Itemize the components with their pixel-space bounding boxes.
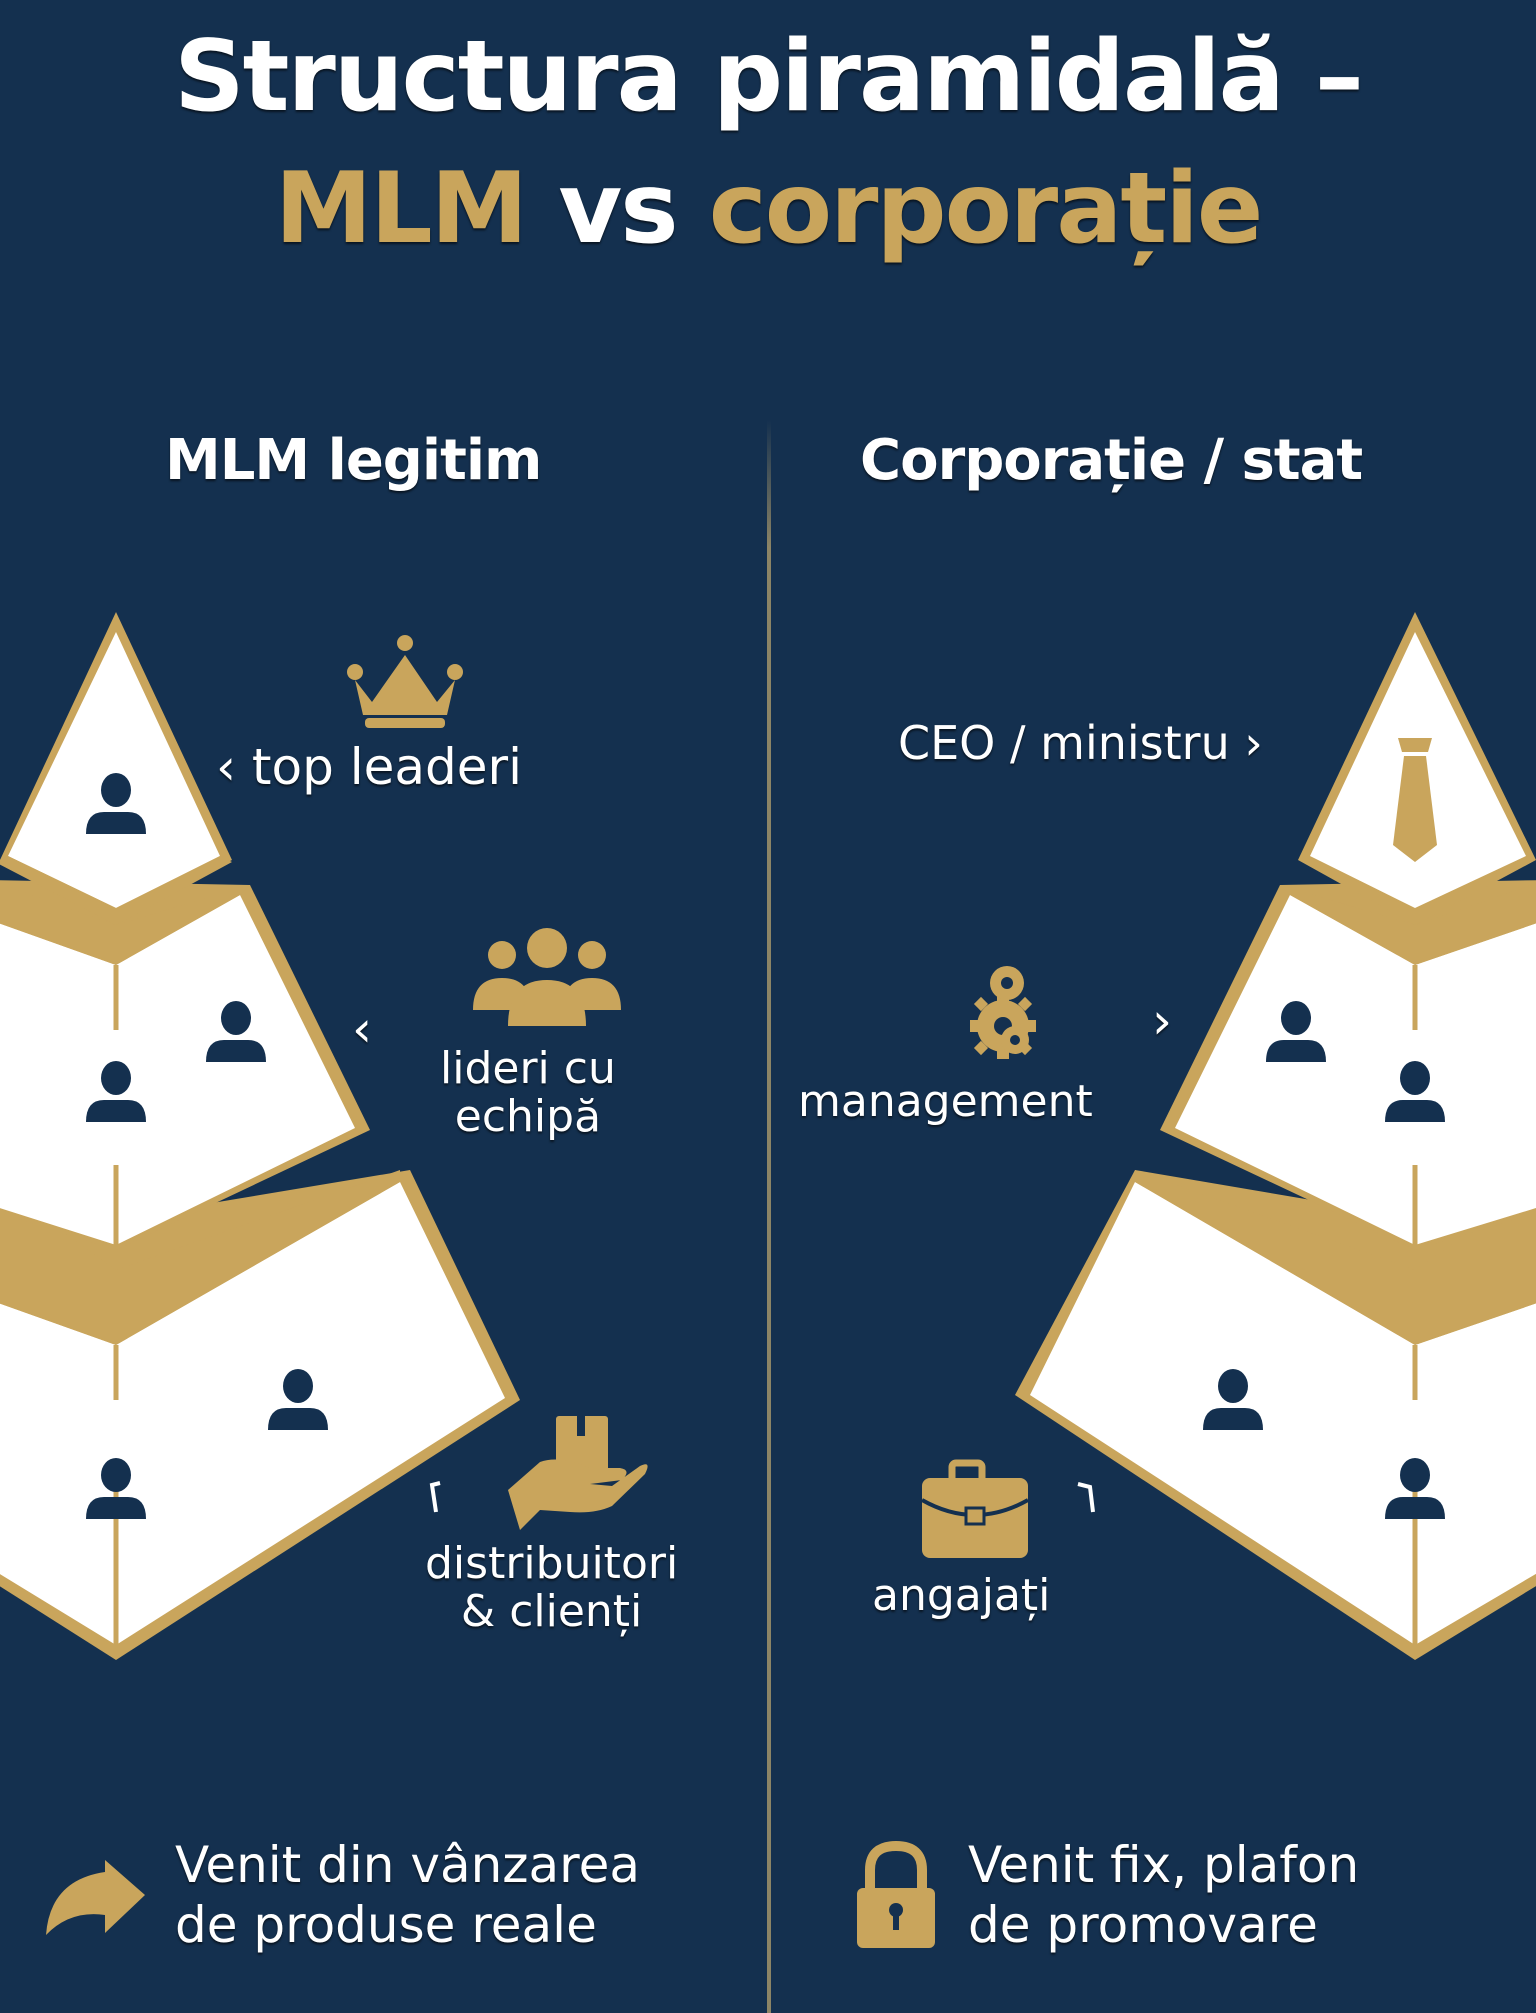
right-column-heading: Corporație / stat: [860, 428, 1363, 493]
title-corporatie: corporație: [708, 152, 1264, 266]
crown-icon: [347, 635, 463, 728]
group-icon: [473, 928, 621, 1026]
page-title-line2: MLM vs corporație: [0, 160, 1536, 258]
chevron-right-icon: ›: [1244, 716, 1263, 770]
column-divider: [767, 420, 771, 2013]
share-arrow-icon: [46, 1860, 145, 1935]
level-label-management: management: [798, 1076, 1093, 1127]
left-column-heading: MLM legitim: [165, 428, 542, 493]
chevron-left-icon: ‹: [352, 1000, 372, 1058]
level-label-top-leaderi: ‹ top leaderi: [216, 738, 522, 796]
right-footer-text: Venit fix, plafon de promovare: [968, 1836, 1360, 1954]
tie-icon: [1393, 738, 1437, 862]
title-vs: vs: [558, 152, 678, 266]
bracket-icons: [429, 1481, 1095, 1513]
right-pyramid: [1015, 612, 1536, 1660]
level-label-ceo-ministru: CEO / ministru ›: [898, 716, 1263, 770]
gears-icon: [970, 966, 1036, 1059]
chevron-left-icon: ‹: [216, 738, 236, 796]
briefcase-icon: [921, 1459, 1029, 1558]
left-pyramid: [0, 612, 520, 1660]
hand-box-icon: [508, 1416, 648, 1530]
page-title-line1: Structura piramidală –: [174, 20, 1364, 134]
level-label-angajati: angajați: [872, 1570, 1051, 1621]
level-label-distribuitori-clienti: distribuitori & clienți: [425, 1538, 679, 1638]
corner-bracket-left-icon: [429, 1481, 441, 1513]
title-mlm: MLM: [274, 152, 528, 266]
corner-bracket-right-icon: [1077, 1482, 1095, 1513]
left-footer-text: Venit din vânzarea de produse reale: [175, 1836, 641, 1954]
level-label-lideri-cu-echipa: lideri cu echipă: [440, 1043, 616, 1143]
padlock-icon: [857, 1840, 935, 1948]
chevron-right-icon: ›: [1152, 992, 1172, 1050]
